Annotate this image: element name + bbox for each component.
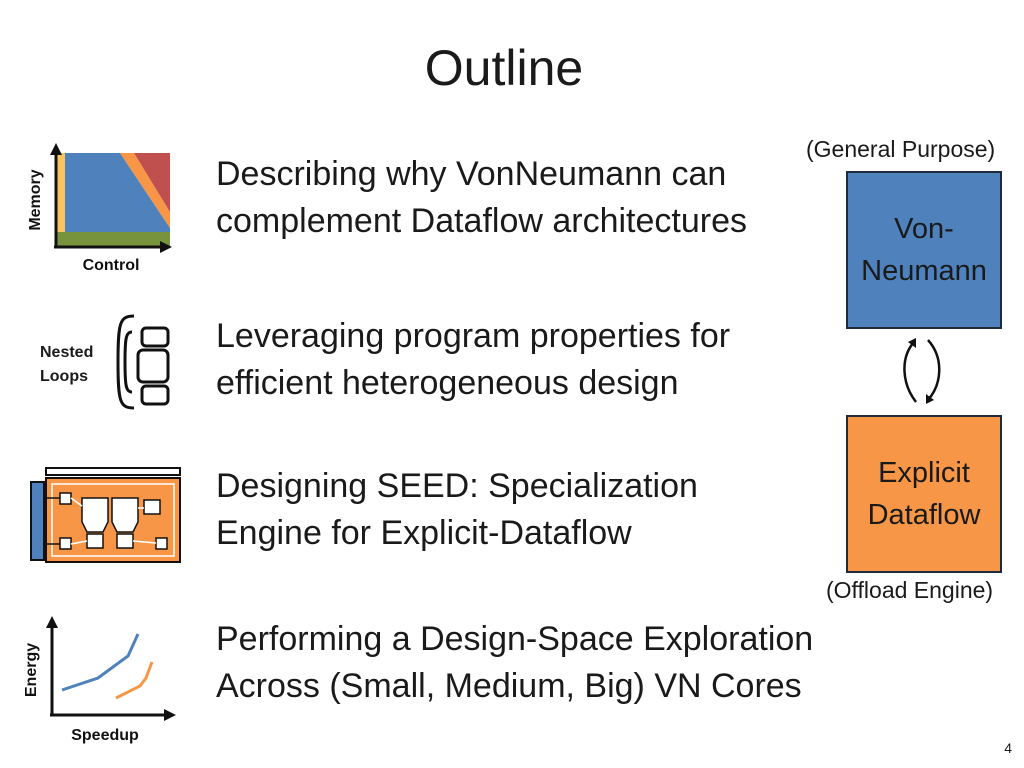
memory-control-icon: Memory Control bbox=[27, 143, 172, 274]
explicit-dataflow-box-line2: Dataflow bbox=[867, 499, 981, 531]
von-neumann-box-line1: Von- bbox=[894, 213, 954, 245]
control-axis-label: Control bbox=[83, 257, 140, 274]
outline-item-2-line2: efficient heterogeneous design bbox=[216, 364, 679, 402]
explicit-dataflow-box-line1: Explicit bbox=[878, 457, 970, 489]
nested-loops-label: Nested Loops bbox=[40, 341, 93, 389]
seed-architecture-icon bbox=[30, 467, 181, 563]
outline-item-4-line1: Performing a Design-Space Exploration bbox=[216, 620, 814, 658]
outline-item-3: Designing SEED: Specialization Engine fo… bbox=[216, 463, 698, 557]
explicit-dataflow-box: Explicit Dataflow bbox=[846, 415, 1002, 573]
bidirectional-arrows-icon bbox=[903, 338, 941, 404]
outline-item-3-line1: Designing SEED: Specialization bbox=[216, 467, 698, 505]
outline-item-2: Leveraging program properties for effici… bbox=[216, 313, 730, 407]
offload-engine-caption: (Offload Engine) bbox=[826, 577, 994, 603]
von-neumann-box-line2: Neumann bbox=[861, 255, 987, 287]
energy-axis-label: Energy bbox=[23, 643, 40, 697]
outline-item-1: Describing why VonNeumann can complement… bbox=[216, 151, 747, 245]
energy-speedup-icon: Energy Speedup bbox=[23, 616, 176, 744]
nested-loops-label-line1: Nested bbox=[40, 344, 94, 361]
nested-loops-icon bbox=[116, 314, 170, 410]
memory-axis-label: Memory bbox=[27, 169, 44, 230]
outline-item-4-line2: Across (Small, Medium, Big) VN Cores bbox=[216, 667, 802, 705]
speedup-axis-label: Speedup bbox=[71, 727, 139, 744]
outline-item-4: Performing a Design-Space Exploration Ac… bbox=[216, 616, 813, 710]
outline-item-2-line1: Leveraging program properties for bbox=[216, 317, 731, 355]
outline-item-1-line1: Describing why VonNeumann can bbox=[216, 155, 727, 193]
outline-item-3-line2: Engine for Explicit-Dataflow bbox=[216, 514, 632, 552]
nested-loops-label-line2: Loops bbox=[40, 368, 88, 385]
von-neumann-box: Von- Neumann bbox=[846, 171, 1002, 329]
outline-item-1-line2: complement Dataflow architectures bbox=[216, 202, 748, 240]
general-purpose-caption: (General Purpose) bbox=[806, 136, 996, 162]
slide-title: Outline bbox=[424, 40, 584, 96]
page-number: 4 bbox=[1004, 740, 1012, 756]
